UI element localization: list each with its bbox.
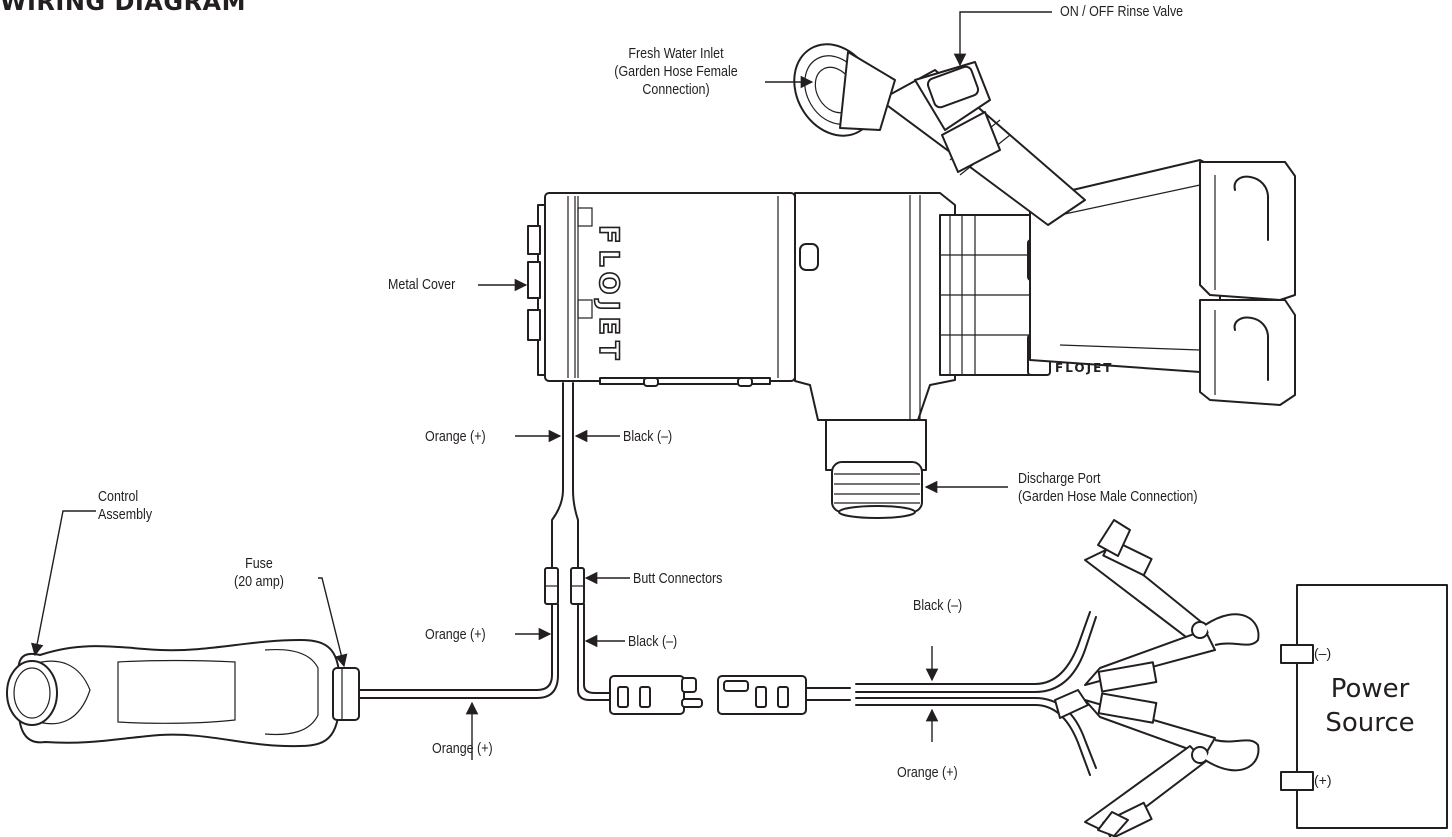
orange-wire-label-bottom: Orange (+) <box>432 741 493 757</box>
orange-clamp-wire-label: Orange (+) <box>897 765 958 781</box>
leader-lines <box>30 11 1052 760</box>
sae-connector-right <box>717 675 851 715</box>
pump-brand-small: FLOJET <box>1055 361 1113 375</box>
fuse-line-1: Fuse <box>245 556 273 572</box>
fresh-water-inlet-line-1: Fresh Water Inlet <box>628 46 724 62</box>
metal-cover <box>544 192 796 382</box>
fresh-water-inlet-line-2: (Garden Hose Female <box>614 64 738 80</box>
positive-terminal <box>1280 771 1314 791</box>
negative-terminal-label: (–) <box>1314 645 1332 661</box>
metal-cover-label: Metal Cover <box>388 277 456 293</box>
positive-terminal-label: (+) <box>1314 772 1332 788</box>
fuse-label: Fuse (20 amp) <box>220 555 297 591</box>
pump-brand-logo: FLOJET <box>593 225 624 366</box>
power-source-label: Power Source <box>1295 672 1445 740</box>
discharge-port-label: Discharge Port (Garden Hose Male Connect… <box>1018 470 1198 506</box>
control-assembly <box>6 639 360 748</box>
orange-wire-label-top: Orange (+) <box>425 429 486 445</box>
battery-clamp-lead <box>855 519 1260 837</box>
discharge-port-line-2: (Garden Hose Male Connection) <box>1018 489 1198 505</box>
black-wire-label-top: Black (–) <box>623 429 673 445</box>
rinse-valve-label: ON / OFF Rinse Valve <box>1060 4 1184 20</box>
orange-wire-label-mid: Orange (+) <box>425 627 486 643</box>
power-source-line-1: Power <box>1330 674 1410 704</box>
control-assembly-label: Control Assembly <box>98 488 152 524</box>
discharge-port-line-1: Discharge Port <box>1018 471 1101 487</box>
fuse-line-2: (20 amp) <box>234 574 284 590</box>
fresh-water-inlet-line-3: Connection) <box>642 82 710 98</box>
fresh-water-inlet-label: Fresh Water Inlet (Garden Hose Female Co… <box>607 45 745 99</box>
black-wire-label-mid: Black (–) <box>628 634 678 650</box>
pump-leads <box>354 382 613 701</box>
power-source-line-2: Source <box>1325 708 1415 738</box>
sae-connector-left <box>609 675 703 715</box>
negative-terminal <box>1280 644 1314 664</box>
pump-assembly: FLOJET FLOJET <box>527 43 1296 519</box>
butt-connectors-label: Butt Connectors <box>633 571 723 587</box>
control-assembly-line-1: Control <box>98 489 139 505</box>
fuse-holder <box>332 667 360 721</box>
control-assembly-line-2: Assembly <box>98 507 153 523</box>
control-button <box>6 660 58 726</box>
diagram-title: WIRING DIAGRAM <box>0 0 247 16</box>
power-source <box>1280 584 1448 829</box>
black-clamp-wire-label: Black (–) <box>913 598 963 614</box>
